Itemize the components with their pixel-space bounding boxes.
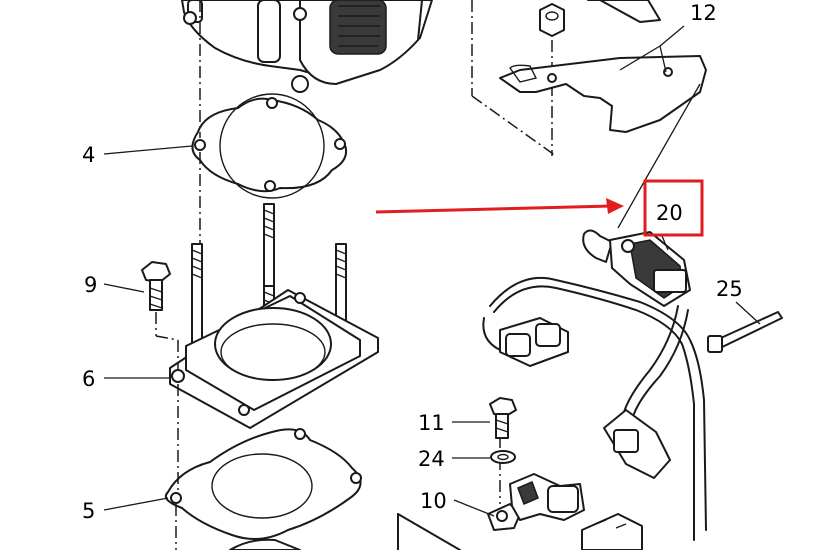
callout-4: 4	[82, 143, 95, 167]
callout-24: 24	[418, 447, 445, 471]
callout-6: 6	[82, 367, 95, 391]
nut-top	[539, 3, 565, 37]
cable-tie-part-25	[707, 311, 783, 353]
bolt-part-9	[141, 261, 171, 311]
bottom-bracket-partial	[397, 513, 461, 550]
wire-harness	[482, 276, 707, 541]
gasket-part-5	[164, 428, 362, 550]
callout-20: 20	[656, 201, 683, 225]
highlight-box-part-20	[643, 179, 704, 237]
sensor-part-10	[487, 473, 585, 531]
callout-11: 11	[418, 411, 445, 435]
callout-5: 5	[82, 499, 95, 523]
throttle-body-assembly	[181, 0, 433, 93]
connector-mid	[603, 409, 671, 479]
assembly-lines	[155, 0, 557, 550]
callout-25: 25	[716, 277, 743, 301]
gasket-part-4	[191, 93, 348, 199]
bolt-part-11	[489, 397, 517, 439]
washer-part-24	[490, 450, 516, 464]
sensor-part-20	[582, 229, 691, 307]
callout-12: 12	[690, 1, 717, 25]
callout-labels: 4 9 6 5 12 20 25 11 24 10	[82, 1, 743, 523]
callout-10: 10	[420, 489, 447, 513]
leader-lines	[103, 25, 761, 517]
connector-left	[499, 317, 569, 367]
connector-bottom	[581, 513, 643, 550]
bracket-part-12	[499, 0, 707, 133]
callout-9: 9	[84, 273, 97, 297]
highlight-arrow	[375, 198, 624, 214]
adapter-plate-part-6	[169, 289, 379, 429]
